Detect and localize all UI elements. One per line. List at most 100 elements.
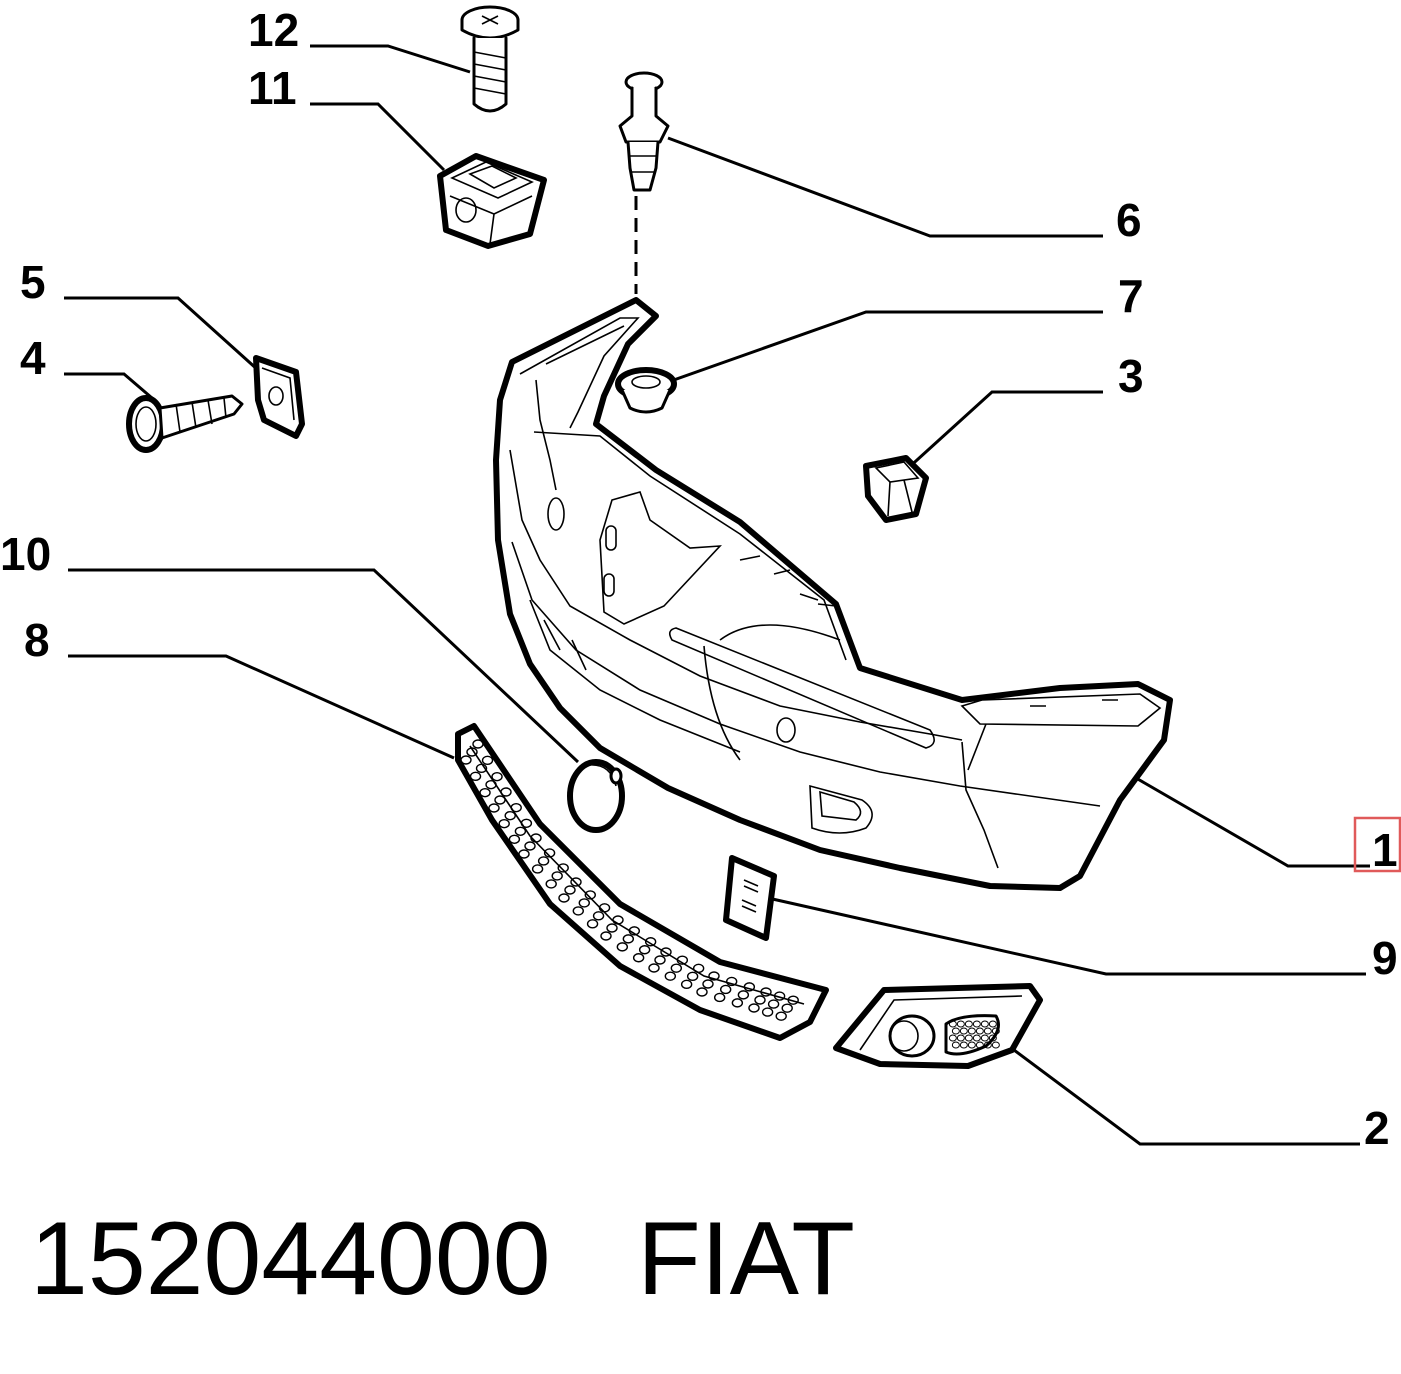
leader-6 (667, 136, 1103, 238)
callout-labels: 12 11 6 5 7 4 3 10 8 1 9 2 (0, 4, 1398, 1154)
mesh-cell (475, 763, 488, 774)
mesh-cell (545, 879, 557, 889)
mesh-cell (572, 906, 584, 916)
mesh-cell (660, 947, 672, 957)
mesh-cell (980, 1020, 989, 1028)
mesh-cell (761, 1007, 774, 1017)
mesh-cell (612, 915, 624, 925)
callout-7[interactable]: 7 (1118, 270, 1144, 322)
mesh-cell (648, 963, 660, 973)
mesh-cell (980, 1034, 989, 1042)
leader-12 (310, 44, 471, 74)
part-4-screw-washer[interactable] (126, 394, 244, 453)
mesh-cell (708, 971, 720, 981)
mesh-cell (964, 1020, 973, 1028)
callout-3[interactable]: 3 (1118, 350, 1144, 402)
mesh-cell (510, 802, 522, 813)
mesh-cell (460, 755, 472, 765)
part-10-cover-cap[interactable] (567, 759, 625, 833)
mesh-cell (551, 871, 563, 881)
mesh-cell (491, 771, 503, 782)
mesh-cell (760, 987, 772, 997)
mesh-cell (469, 771, 482, 782)
mesh-cell (983, 1041, 992, 1049)
callout-2[interactable]: 2 (1364, 1102, 1390, 1154)
mesh-cell (654, 955, 666, 965)
mesh-cell (964, 1034, 973, 1042)
mesh-cell (508, 834, 521, 844)
grille-mesh (460, 739, 799, 1021)
mesh-cell (514, 826, 527, 836)
mesh-cell (494, 795, 506, 805)
mesh-cell (504, 810, 516, 821)
callout-12[interactable]: 12 (248, 4, 299, 56)
mesh-cell (781, 1003, 793, 1013)
mesh-cell (975, 1041, 984, 1049)
callout-11[interactable]: 11 (248, 62, 297, 114)
mesh-cell (991, 1041, 1000, 1049)
mesh-cell (498, 818, 510, 829)
mesh-cell (991, 1027, 1000, 1035)
mesh-cell (628, 926, 641, 936)
callout-10[interactable]: 10 (0, 528, 51, 580)
mesh-cell (557, 863, 569, 873)
part-8-lower-grille[interactable] (455, 723, 829, 1041)
mesh-cell (702, 979, 714, 989)
mesh-cell (692, 963, 705, 974)
part-2-fog-light-grille[interactable] (833, 983, 1043, 1069)
mesh-cell (644, 937, 657, 947)
mesh-cell (592, 911, 605, 921)
part-11-clip-nut[interactable] (437, 153, 547, 249)
part-6-push-pin[interactable] (618, 71, 670, 192)
mesh-cell (537, 856, 550, 866)
mesh-cell (967, 1027, 976, 1035)
mesh-cell (719, 984, 732, 995)
part-1-bumper[interactable] (493, 297, 1173, 891)
mesh-cell (754, 995, 766, 1005)
mesh-cell (472, 739, 484, 749)
mesh-cell (956, 1020, 965, 1028)
mesh-cell (680, 979, 693, 990)
callout-9[interactable]: 9 (1372, 932, 1398, 984)
mesh-cell (988, 1020, 997, 1028)
mesh-cell (676, 955, 689, 965)
mesh-cell (948, 1020, 957, 1028)
mesh-cell (983, 1027, 992, 1035)
mesh-cell (664, 971, 677, 981)
mesh-cell (531, 864, 544, 874)
mesh-cell (972, 1020, 981, 1028)
mesh-cell (743, 982, 756, 992)
mesh-cell (622, 934, 635, 944)
part-12-screw[interactable] (460, 5, 520, 113)
fog-light-mesh (948, 1020, 1000, 1049)
mesh-cell (959, 1027, 968, 1035)
callout-8[interactable]: 8 (24, 614, 50, 666)
part-9-badge[interactable] (723, 855, 777, 941)
mesh-cell (767, 999, 780, 1009)
leader-1 (1135, 776, 1370, 868)
leader-11 (310, 102, 446, 172)
mesh-cell (975, 1027, 984, 1035)
mesh-cell (500, 787, 512, 797)
callout-6[interactable]: 6 (1116, 194, 1142, 246)
mesh-cell (632, 953, 645, 963)
leader-2 (1013, 1048, 1360, 1146)
mesh-cell (598, 903, 611, 913)
mesh-cell (466, 747, 478, 757)
mesh-cell (638, 945, 651, 955)
mesh-cell (518, 849, 530, 859)
part-3-clip[interactable] (863, 455, 929, 523)
mesh-cell (737, 990, 750, 1000)
part-7-grommet[interactable] (615, 367, 677, 414)
leader-3 (904, 390, 1103, 472)
part-5-bracket-clip[interactable] (253, 355, 305, 439)
mesh-cell (988, 1034, 997, 1042)
leader-10 (68, 568, 580, 764)
callout-1[interactable]: 1 (1372, 824, 1398, 876)
mesh-cell (520, 818, 533, 828)
callout-5[interactable]: 5 (20, 256, 46, 308)
mesh-cell (578, 898, 590, 908)
mesh-cell (524, 841, 536, 851)
callout-4[interactable]: 4 (20, 332, 46, 384)
